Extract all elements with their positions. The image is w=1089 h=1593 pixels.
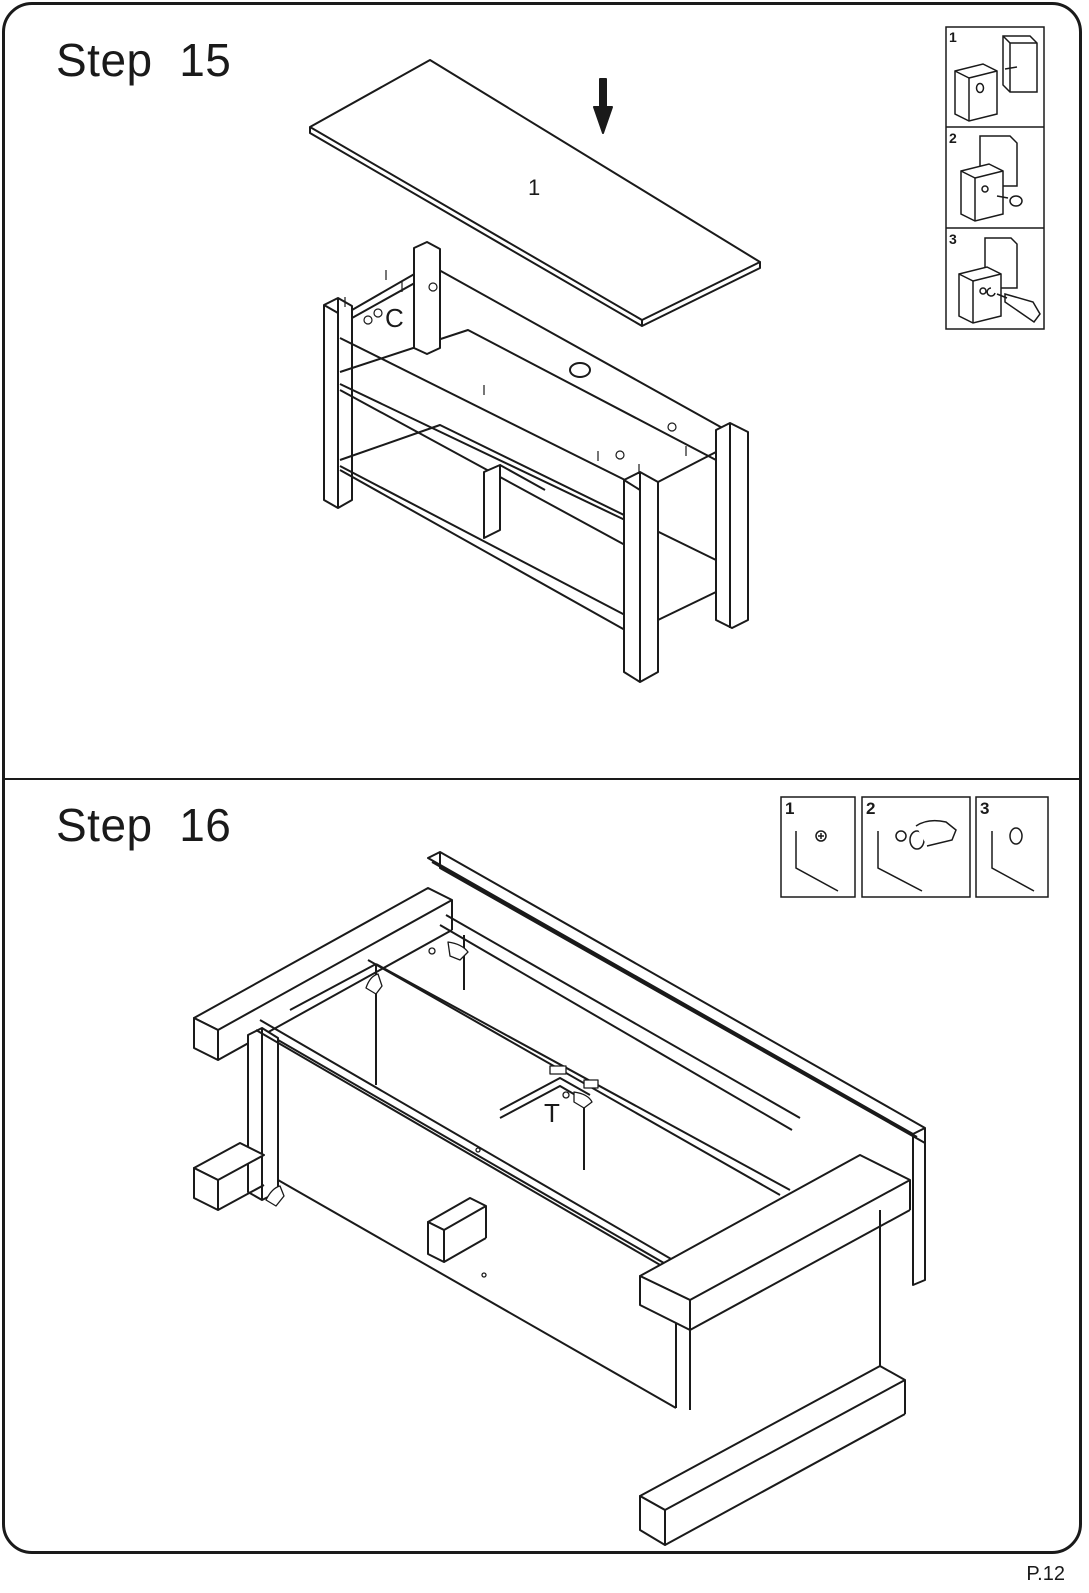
step-15-illustration: 1 C [0,0,1089,780]
cam-lock-icon [961,136,1022,221]
hardware-label-c: C [385,303,404,333]
top-panel-edge [428,852,925,1285]
page-number: P.12 [1026,1563,1065,1586]
inset-15-number-2: 2 [949,130,957,146]
leg-front-right-bottom [640,1366,905,1545]
step-16-illustration: T [0,780,1089,1540]
step-15-inset: 1 2 3 [945,26,1045,332]
panel-number-label: 1 [528,175,540,200]
leg-back-left [194,888,452,1060]
hardware-label-t: T [544,1098,560,1128]
support-block [428,1198,486,1262]
inset-15-number-3: 3 [949,231,957,247]
inset-15-number-1: 1 [949,29,957,45]
cam-bolt-icon [955,36,1037,121]
arrow-down-icon [594,79,612,133]
screwdriver-icon [959,238,1040,323]
